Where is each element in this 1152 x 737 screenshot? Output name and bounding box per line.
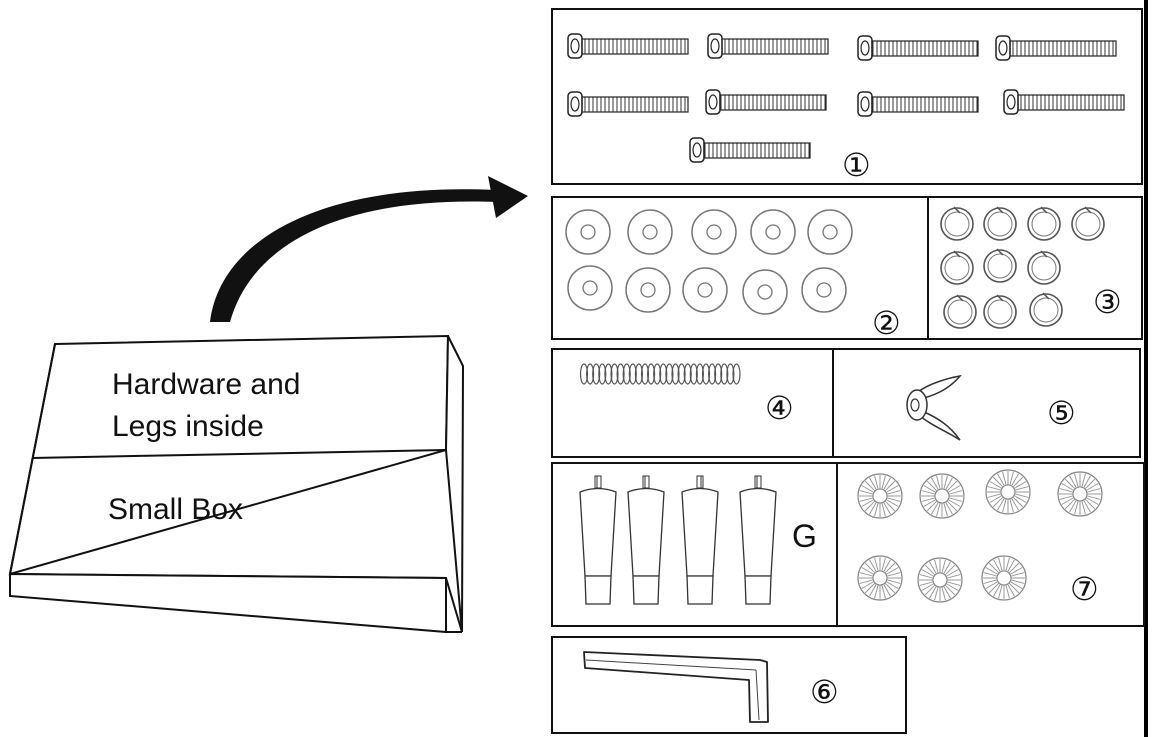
bolt-icon xyxy=(857,91,979,117)
leg-icon xyxy=(579,475,617,605)
panel-spring-wingnut xyxy=(551,348,1141,458)
flat-washer-icon xyxy=(801,267,847,313)
box-divider-line xyxy=(31,449,447,459)
flat-washer-icon xyxy=(742,269,788,315)
box-label-line3: Small Box xyxy=(108,493,243,526)
small-box: Hardware and Legs inside Small Box xyxy=(8,334,465,634)
bolt-icon xyxy=(567,33,689,59)
flat-washer-icon xyxy=(565,209,611,255)
wing-nut-icon xyxy=(906,374,962,441)
label-legs-g: G xyxy=(792,518,817,554)
flat-washer-icon xyxy=(627,209,673,255)
bolt-icon xyxy=(857,35,979,61)
flat-washer-icon xyxy=(625,267,671,313)
legs-group xyxy=(579,475,777,605)
foot-pad-icon xyxy=(981,555,1027,601)
split-washer-icon xyxy=(983,206,1017,241)
feet-pads-group xyxy=(857,469,1103,603)
label-1: ① xyxy=(842,146,871,184)
label-4: ④ xyxy=(765,389,794,427)
split-washer-icon xyxy=(1071,206,1105,241)
hex-key-icon xyxy=(583,651,769,723)
bolts-group xyxy=(567,33,1125,163)
foot-pad-icon xyxy=(857,555,903,601)
split-washer-icon xyxy=(940,206,974,241)
leg-icon xyxy=(681,475,719,605)
foot-pad-icon xyxy=(1057,471,1103,517)
split-washer-icon xyxy=(983,248,1017,283)
bolt-icon xyxy=(705,89,827,115)
label-2: ② xyxy=(872,304,901,342)
label-5: ⑤ xyxy=(1047,394,1076,432)
flat-washers-group xyxy=(565,209,853,315)
label-6: ⑥ xyxy=(810,673,839,711)
flat-washer-icon xyxy=(750,209,796,255)
split-washer-icon xyxy=(940,250,974,285)
bolt-icon xyxy=(1003,89,1125,115)
curved-arrow xyxy=(210,176,528,322)
bolt-icon xyxy=(707,33,829,59)
foot-pad-icon xyxy=(985,469,1031,515)
split-washer-icon xyxy=(1027,250,1061,285)
flat-washer-icon xyxy=(807,209,853,255)
bolt-icon xyxy=(995,35,1117,61)
leg-icon xyxy=(627,475,665,605)
split-washer-icon xyxy=(943,294,977,329)
bolt-icon xyxy=(567,91,689,117)
spring-icon xyxy=(579,363,741,385)
box-label-line1: Hardware and xyxy=(112,368,300,401)
panel-hex-key xyxy=(551,636,907,734)
foot-pad-icon xyxy=(919,473,965,519)
flat-washer-icon xyxy=(682,267,728,313)
box-front-face xyxy=(9,572,447,634)
bolt-icon xyxy=(689,137,811,163)
label-7: ⑦ xyxy=(1070,570,1099,608)
foot-pad-icon xyxy=(917,557,963,603)
flat-washer-icon xyxy=(567,265,613,311)
flat-washer-icon xyxy=(691,209,737,255)
split-washer-icon xyxy=(1029,292,1063,327)
leg-icon xyxy=(739,475,777,605)
split-washers-group xyxy=(940,206,1105,329)
label-3: ③ xyxy=(1093,283,1122,321)
split-washer-icon xyxy=(983,294,1017,329)
box-label-line2: Legs inside xyxy=(112,410,264,443)
split-washer-icon xyxy=(1027,206,1061,241)
foot-pad-icon xyxy=(857,473,903,519)
